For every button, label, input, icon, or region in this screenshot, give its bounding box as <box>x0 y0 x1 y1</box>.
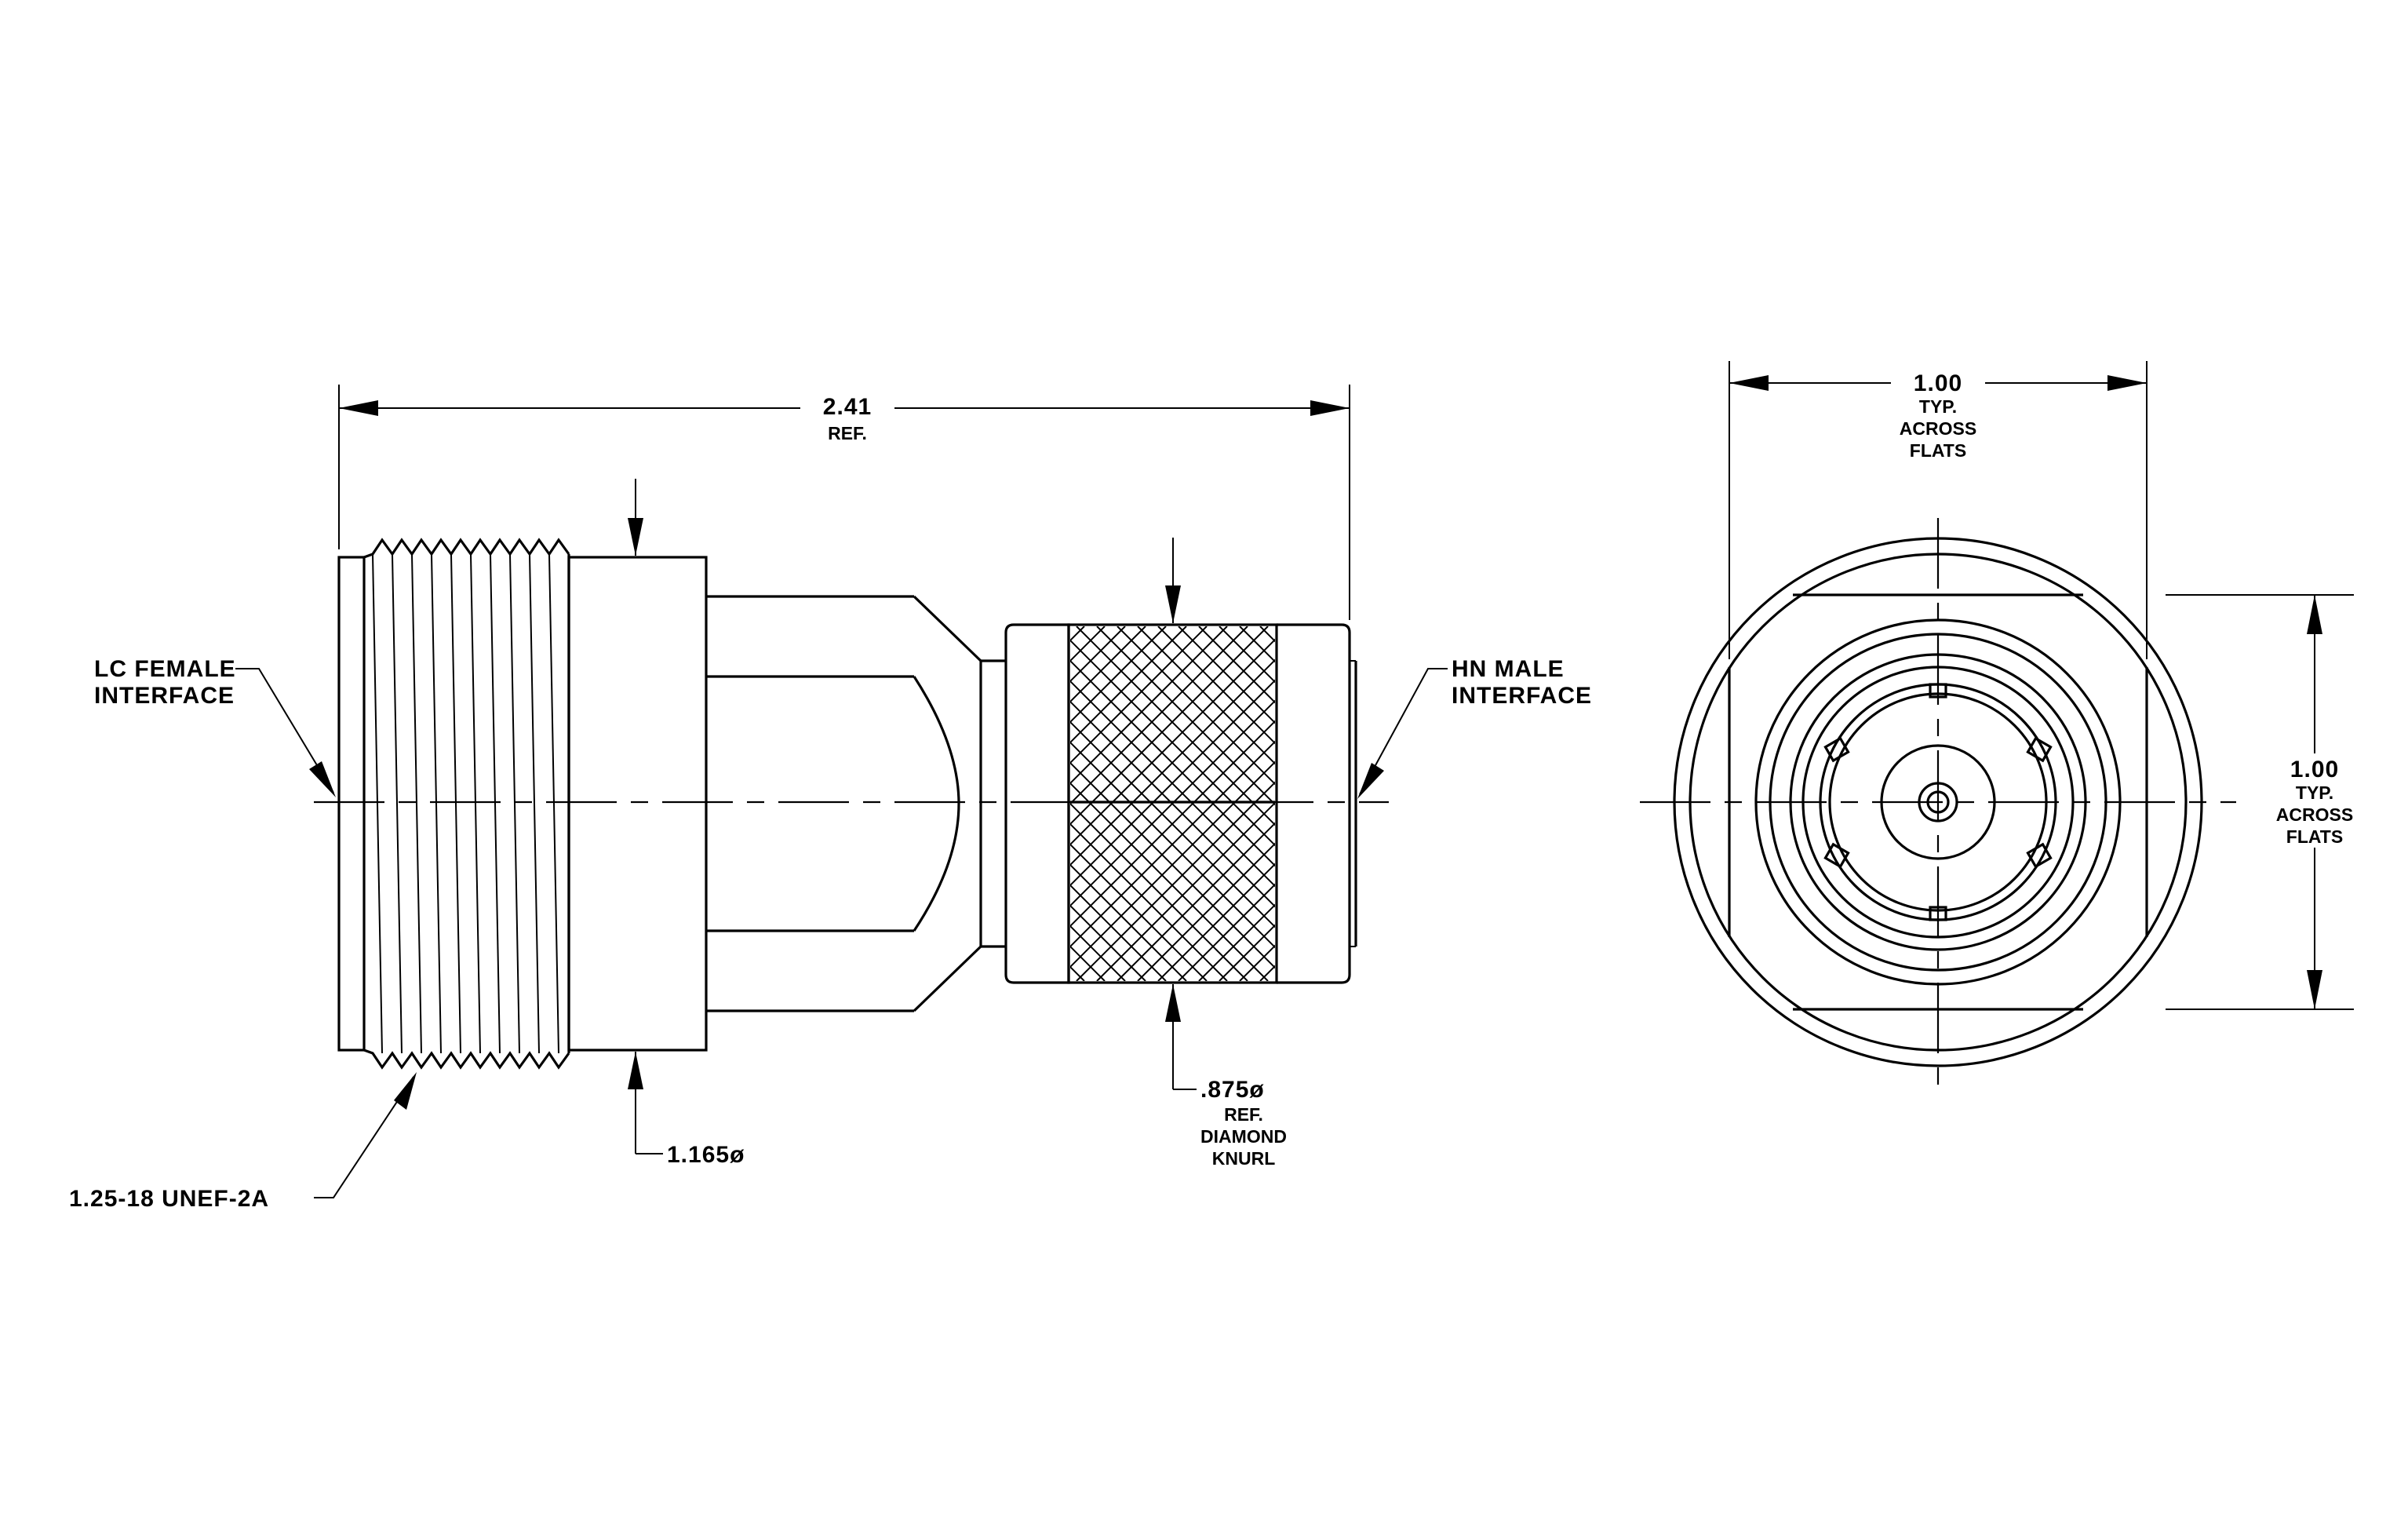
flats-v-across: ACROSS <box>2276 804 2353 825</box>
hn-male-label-2: INTERFACE <box>1452 683 1592 709</box>
flats-v-flats: FLATS <box>2286 826 2343 847</box>
thread-spec: 1.25-18 UNEF-2A <box>69 1186 269 1212</box>
knurl-value: .875ø <box>1200 1077 1265 1103</box>
overall-length-note: REF. <box>828 423 867 443</box>
overall-length-value: 2.41 <box>823 394 872 420</box>
flats-h-across: ACROSS <box>1900 418 1976 439</box>
overall-length-dimension: 2.41 REF. <box>338 385 1350 620</box>
flats-h-typ: TYP. <box>1919 396 1957 417</box>
coupling-nut <box>1004 623 1357 984</box>
body-section <box>706 595 1006 1012</box>
lc-female-label-1: LC FEMALE <box>94 656 236 682</box>
lc-female-label-2: INTERFACE <box>94 683 235 709</box>
side-view: 2.41 REF. 1.165ø .875ø REF. DIAMOND KNUR… <box>69 385 1592 1212</box>
flats-vertical-dimension: 1.00 TYP. ACROSS FLATS <box>2166 594 2354 1010</box>
lc-female-callout: LC FEMALE INTERFACE <box>94 656 336 797</box>
body-diameter-value: 1.165ø <box>667 1142 745 1168</box>
end-view: 1.00 TYP. ACROSS FLATS 1.00 TYP. ACROSS … <box>1640 361 2354 1099</box>
knurl-note-knurl: KNURL <box>1212 1148 1276 1169</box>
knurl-dimension: .875ø REF. DIAMOND KNURL <box>1165 538 1287 1169</box>
body-diameter-dimension: 1.165ø <box>628 479 745 1168</box>
flats-h-value: 1.00 <box>1914 370 1962 396</box>
flats-v-typ: TYP. <box>2296 782 2333 803</box>
knurl-note-ref: REF. <box>1224 1104 1263 1125</box>
flats-v-value: 1.00 <box>2290 757 2339 782</box>
flats-horizontal-dimension: 1.00 TYP. ACROSS FLATS <box>1729 361 2148 659</box>
hn-male-label-1: HN MALE <box>1452 656 1565 682</box>
threaded-section <box>337 538 708 1070</box>
thread-callout: 1.25-18 UNEF-2A <box>69 1072 417 1212</box>
knurl-note-diamond: DIAMOND <box>1200 1126 1287 1147</box>
diamond-knurl-pattern <box>1070 626 1275 981</box>
hn-male-callout: HN MALE INTERFACE <box>1357 656 1592 799</box>
flats-h-flats: FLATS <box>1910 440 1966 461</box>
